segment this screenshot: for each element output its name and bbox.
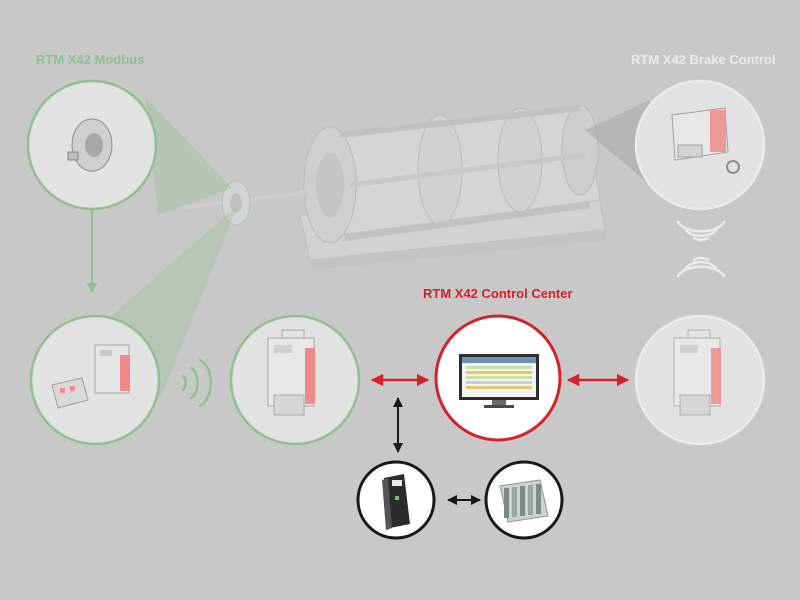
modbus-sensor-node (26, 79, 158, 211)
control-center-node (434, 314, 562, 442)
brake-control-node (634, 79, 766, 211)
monitor-icon (459, 354, 539, 408)
plc-rack-icon (499, 479, 549, 523)
brake-zoom-cone (585, 100, 650, 185)
label-rtm-modbus: RTM X42 Modbus (36, 52, 145, 67)
wireless-signal-icon (181, 358, 212, 408)
brake-unit-icon (671, 107, 740, 174)
label-rtm-control-center: RTM X42 Control Center (423, 286, 573, 301)
modbus-gateway-icon (51, 377, 89, 409)
modbus-device-node (29, 314, 161, 446)
sensor-wheel-icon (67, 118, 113, 172)
modbus-zoom-cone (145, 97, 232, 215)
brake-receiver-device-icon (673, 329, 721, 416)
label-rtm-brake-control: RTM X42 Brake Control (631, 52, 776, 67)
gateway-device-icon (382, 474, 410, 530)
brake-receiver-node (634, 314, 766, 446)
gateway-node (356, 460, 436, 540)
plc-node (484, 460, 564, 540)
modbus-controller-icon (94, 344, 130, 394)
brake-wireless-signal-icon (676, 220, 726, 278)
machine-assembly (179, 104, 606, 270)
modbus-receiver-node (229, 314, 361, 446)
receiver-device-icon (267, 329, 315, 416)
